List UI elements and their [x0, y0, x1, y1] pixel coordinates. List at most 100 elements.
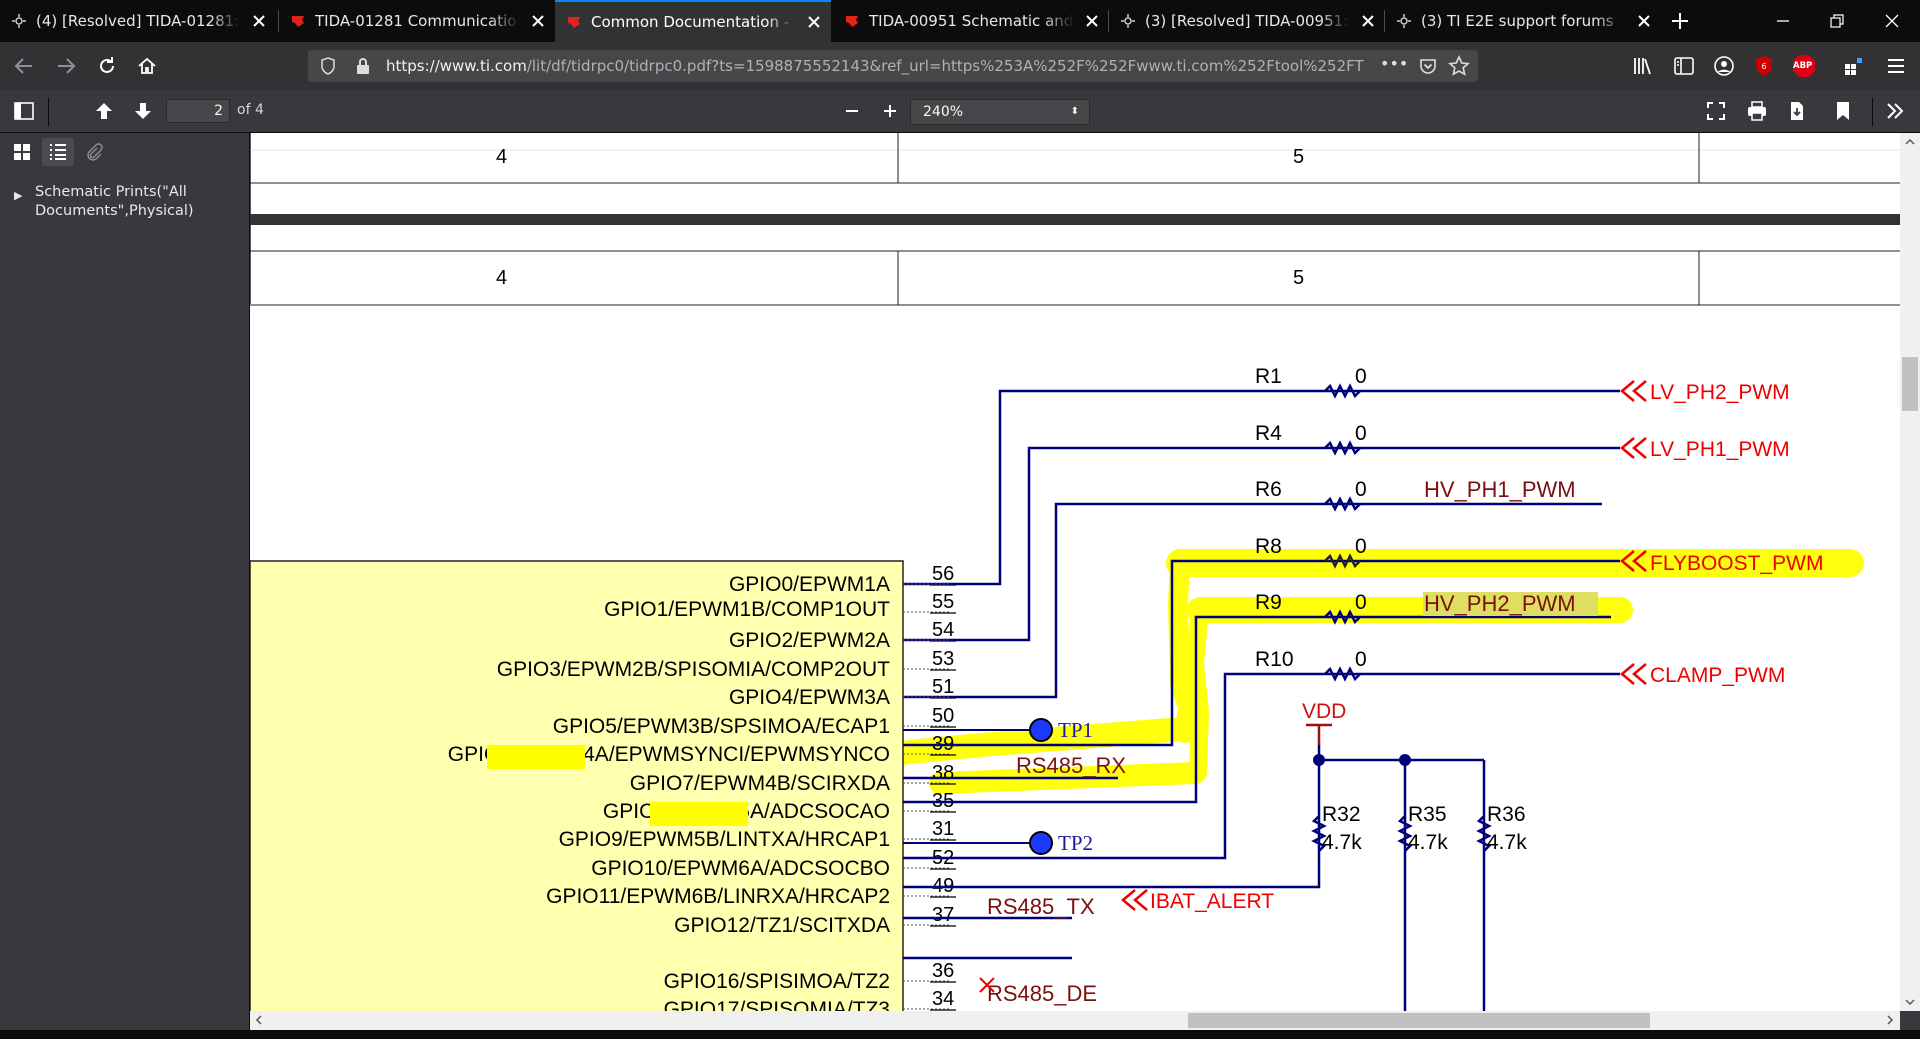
- download-button[interactable]: [1781, 96, 1813, 126]
- zoom-select[interactable]: 240% ⬍: [910, 99, 1090, 125]
- expand-triangle-icon[interactable]: ▶: [14, 189, 23, 202]
- extensions-button[interactable]: [1838, 50, 1870, 82]
- resistor-ref: R9: [1255, 591, 1282, 614]
- ic-pin-name: GPIO11/EPWM6B/LINRXA/HRCAP2: [546, 885, 890, 908]
- offpage-connector-icon: [1121, 889, 1148, 911]
- bookmark-view-button[interactable]: [1827, 96, 1859, 126]
- browser-tab[interactable]: (3) [Resolved] TIDA-00951: so: [1109, 0, 1383, 42]
- adblock-icon: [1793, 55, 1815, 77]
- page-actions-menu-icon[interactable]: •••: [1380, 54, 1409, 73]
- net-label: RS485_TX: [987, 894, 1095, 919]
- scroll-thumb[interactable]: [1902, 357, 1918, 411]
- pocket-icon[interactable]: [1418, 56, 1438, 80]
- previous-page-button[interactable]: [88, 96, 120, 126]
- new-tab-button[interactable]: [1652, 0, 1708, 42]
- browser-tab[interactable]: TIDA-01281 Communication M: [279, 0, 553, 42]
- double-chevron-right-icon: [1887, 103, 1904, 119]
- resistor-ref: R10: [1255, 648, 1294, 671]
- account-button[interactable]: [1708, 50, 1740, 82]
- scroll-left-arrow-icon[interactable]: [255, 1015, 262, 1025]
- tab-divider: [278, 10, 279, 32]
- lock-icon[interactable]: [356, 57, 370, 79]
- home-button[interactable]: [131, 50, 163, 82]
- bookmark-star-icon[interactable]: [1448, 55, 1470, 81]
- scroll-up-arrow-icon[interactable]: [1905, 138, 1915, 145]
- page-number-input[interactable]: 2: [166, 99, 230, 123]
- address-bar[interactable]: https://www.ti.com/lit/df/tidrpc0/tidrpc…: [308, 50, 1478, 82]
- adblock-extension-button[interactable]: ABP: [1788, 50, 1820, 82]
- minimize-button[interactable]: [1755, 0, 1811, 42]
- e2e-icon: [10, 12, 28, 30]
- close-window-button[interactable]: [1864, 0, 1920, 42]
- library-button[interactable]: [1626, 50, 1658, 82]
- back-button[interactable]: [8, 50, 40, 82]
- sidebar-toggle-icon: [14, 102, 34, 120]
- thumbnail-view-button[interactable]: [6, 138, 38, 166]
- restore-button[interactable]: [1809, 0, 1865, 42]
- close-tab-icon[interactable]: [247, 9, 271, 33]
- reload-button[interactable]: [91, 50, 123, 82]
- app-menu-button[interactable]: [1880, 50, 1912, 82]
- horizontal-scrollbar[interactable]: [250, 1011, 1900, 1030]
- browser-tab[interactable]: (4) [Resolved] TIDA-01281: co: [0, 0, 276, 42]
- zoom-in-button[interactable]: [874, 96, 906, 126]
- attachments-view-button[interactable]: [78, 138, 110, 166]
- pullup-value: 4.7k: [1408, 831, 1448, 854]
- library-icon: [1634, 58, 1651, 75]
- close-tab-icon[interactable]: [802, 10, 826, 34]
- mcu-ic-body: [250, 560, 904, 1011]
- pullup-ref: R35: [1408, 803, 1447, 826]
- junction-dot: [1313, 754, 1325, 766]
- ublock-icon: 6: [1756, 56, 1772, 76]
- toggle-sidebar-button[interactable]: [8, 96, 40, 126]
- print-button[interactable]: [1741, 96, 1773, 126]
- minus-icon: [846, 110, 858, 112]
- tab-divider: [1384, 10, 1385, 32]
- browser-tab[interactable]: (3) TI E2E support forums: [1385, 0, 1660, 42]
- close-tab-icon[interactable]: [1080, 9, 1104, 33]
- wires: [903, 389, 1620, 1011]
- pin-highlight: [650, 802, 748, 826]
- navigation-toolbar: https://www.ti.com/lit/df/tidrpc0/tidrpc…: [0, 42, 1920, 90]
- close-tab-icon[interactable]: [1356, 9, 1380, 33]
- sidebar-view-tabs: [6, 138, 110, 168]
- plus-icon: [884, 105, 896, 117]
- pullup-ref: R36: [1487, 803, 1526, 826]
- sidebars-button[interactable]: [1668, 50, 1700, 82]
- resistor-r9: [1324, 609, 1361, 625]
- outline-item[interactable]: Schematic Prints("All Documents",Physica…: [35, 184, 194, 219]
- ublock-extension-button[interactable]: 6: [1748, 50, 1780, 82]
- net-label: CLAMP_PWM: [1650, 664, 1785, 687]
- browser-tab-active[interactable]: Common Documentation - tid: [555, 0, 831, 42]
- tab-divider: [1108, 10, 1109, 32]
- next-page-button[interactable]: [127, 96, 159, 126]
- fullscreen-icon: [1707, 102, 1725, 120]
- ic-pin-number: 53: [932, 648, 954, 670]
- pullup-value: 4.7k: [1487, 831, 1527, 854]
- resistor-r1: [1324, 383, 1361, 399]
- shield-icon[interactable]: [320, 57, 336, 79]
- taskbar-edge: [0, 1030, 1920, 1039]
- border-column-label: 4: [496, 146, 507, 168]
- close-tab-icon[interactable]: [526, 9, 550, 33]
- net-label: HV_PH2_PWM: [1424, 591, 1576, 616]
- tools-menu-button[interactable]: [1879, 96, 1911, 126]
- scroll-down-arrow-icon[interactable]: [1905, 999, 1915, 1006]
- vertical-scrollbar[interactable]: [1900, 133, 1920, 1011]
- ic-pin-name: GPIO0/EPWM1A: [729, 573, 890, 596]
- net-label: RS485_RX: [1016, 753, 1126, 778]
- scroll-right-arrow-icon[interactable]: [1887, 1015, 1894, 1025]
- browser-tab[interactable]: TIDA-00951 Schematic and Bl: [833, 0, 1107, 42]
- url-domain: https://www.ti.com: [386, 57, 527, 75]
- home-icon: [138, 57, 156, 74]
- pdf-toolbar: 2 of 4 240% ⬍: [0, 90, 1920, 133]
- zoom-out-button[interactable]: [836, 96, 868, 126]
- close-tab-icon[interactable]: [1632, 9, 1656, 33]
- forward-button[interactable]: [50, 50, 82, 82]
- scroll-thumb[interactable]: [1188, 1013, 1650, 1028]
- presentation-mode-button[interactable]: [1700, 96, 1732, 126]
- outline-view-button[interactable]: [42, 138, 74, 166]
- net-highlight: [1423, 592, 1598, 616]
